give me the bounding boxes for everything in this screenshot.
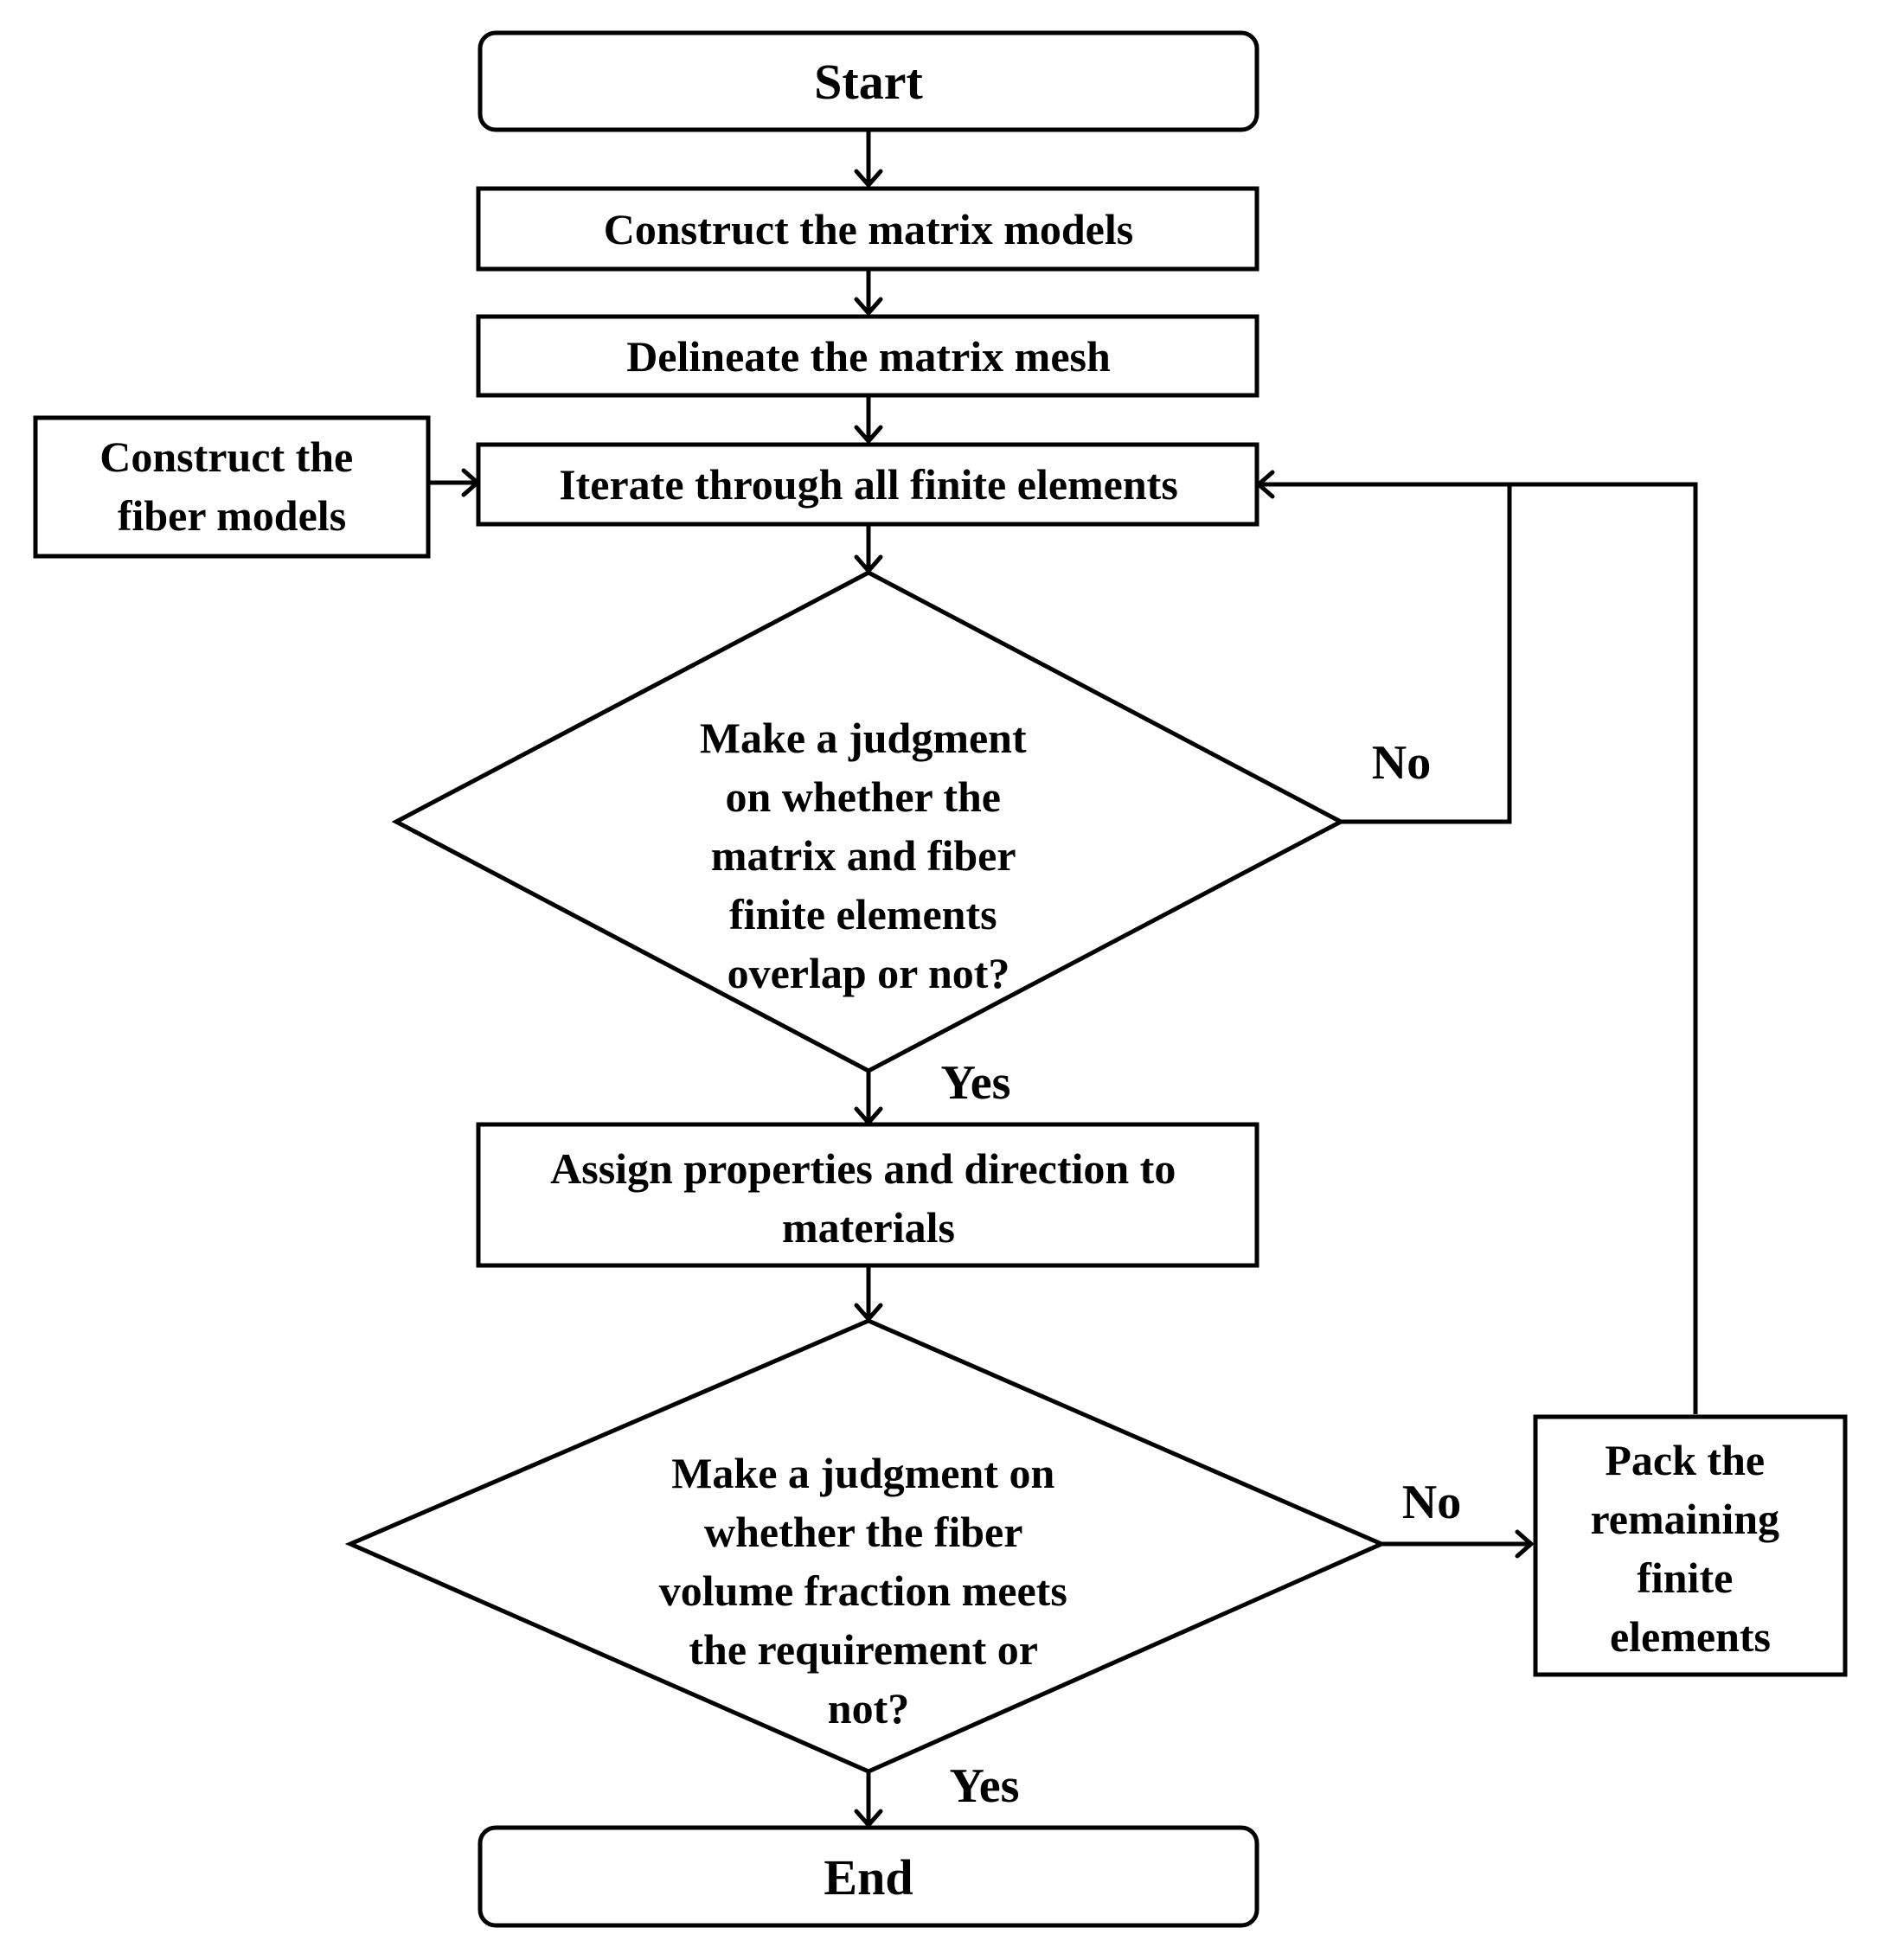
arrowhead-icon — [854, 297, 883, 316]
node-pack-remaining: Pack the remaining finite elements — [1533, 1414, 1848, 1677]
label-fraction-yes: Yes — [950, 1759, 1020, 1813]
node-construct-matrix-label: Construct the matrix models — [604, 205, 1133, 253]
node-pack-remaining-line: Pack the — [1605, 1436, 1765, 1484]
node-construct-matrix: Construct the matrix models — [476, 186, 1259, 272]
node-assign-properties-line: Assign properties and direction to — [550, 1144, 1176, 1193]
node-judge-fraction-line: not? — [828, 1684, 909, 1733]
node-delineate-mesh: Delineate the matrix mesh — [476, 314, 1259, 398]
node-construct-fiber: Construct the fiber models — [33, 415, 431, 559]
node-delineate-mesh-label: Delineate the matrix mesh — [626, 332, 1111, 381]
node-construct-fiber-line: fiber models — [118, 491, 346, 540]
node-assign-properties-line: materials — [782, 1203, 955, 1252]
arrowhead-icon — [854, 425, 883, 444]
node-judge-overlap-line: matrix and fiber — [711, 831, 1016, 880]
node-pack-remaining-label: Pack the remaining finite elements — [1590, 1436, 1790, 1661]
node-assign-properties-label: Assign properties and direction to mater… — [550, 1144, 1187, 1252]
node-judge-fraction-line: the requirement or — [689, 1625, 1037, 1674]
node-iterate-label: Iterate through all finite elements — [559, 460, 1178, 509]
node-end: End — [478, 1825, 1259, 1928]
node-judge-overlap-line: on whether the — [725, 772, 1001, 821]
node-judge-overlap-line: overlap or not? — [727, 949, 1010, 997]
edge-pack-loop — [1509, 482, 1698, 1414]
arrowhead-icon — [1515, 1529, 1534, 1559]
node-judge-fraction-line: volume fraction meets — [659, 1566, 1067, 1615]
node-assign-properties: Assign properties and direction to mater… — [476, 1122, 1259, 1268]
arrowhead-icon — [854, 1809, 883, 1828]
label-overlap-yes: Yes — [941, 1056, 1011, 1110]
node-judge-fraction: Make a judgment on whether the fiber vol… — [344, 1318, 1388, 1774]
node-judge-overlap-line: finite elements — [729, 890, 997, 938]
label-overlap-no: No — [1372, 736, 1431, 790]
node-judge-fraction-line: Make a judgment on — [671, 1449, 1054, 1497]
node-end-label: End — [824, 1849, 913, 1906]
label-fraction-no: No — [1402, 1476, 1461, 1529]
node-construct-fiber-label: Construct the fiber models — [99, 432, 364, 540]
node-judge-overlap-label: Make a judgment on whether the matrix an… — [700, 714, 1037, 997]
node-start: Start — [478, 30, 1259, 132]
node-judge-overlap-line: Make a judgment — [700, 714, 1027, 762]
node-pack-remaining-line: remaining — [1590, 1495, 1779, 1543]
node-judge-overlap: Make a judgment on whether the matrix an… — [391, 570, 1346, 1073]
arrowhead-icon — [854, 169, 883, 188]
node-judge-fraction-line: whether the fiber — [704, 1508, 1022, 1556]
node-start-label: Start — [814, 54, 923, 110]
edge-labels: No Yes No Yes — [941, 736, 1462, 1813]
edge-overlap-no-loop — [1259, 482, 1512, 824]
node-pack-remaining-line: finite — [1637, 1553, 1733, 1602]
node-pack-remaining-line: elements — [1610, 1612, 1771, 1661]
node-construct-fiber-line: Construct the — [99, 432, 353, 481]
node-iterate: Iterate through all finite elements — [476, 442, 1259, 527]
node-judge-fraction-label: Make a judgment on whether the fiber vol… — [659, 1449, 1079, 1733]
